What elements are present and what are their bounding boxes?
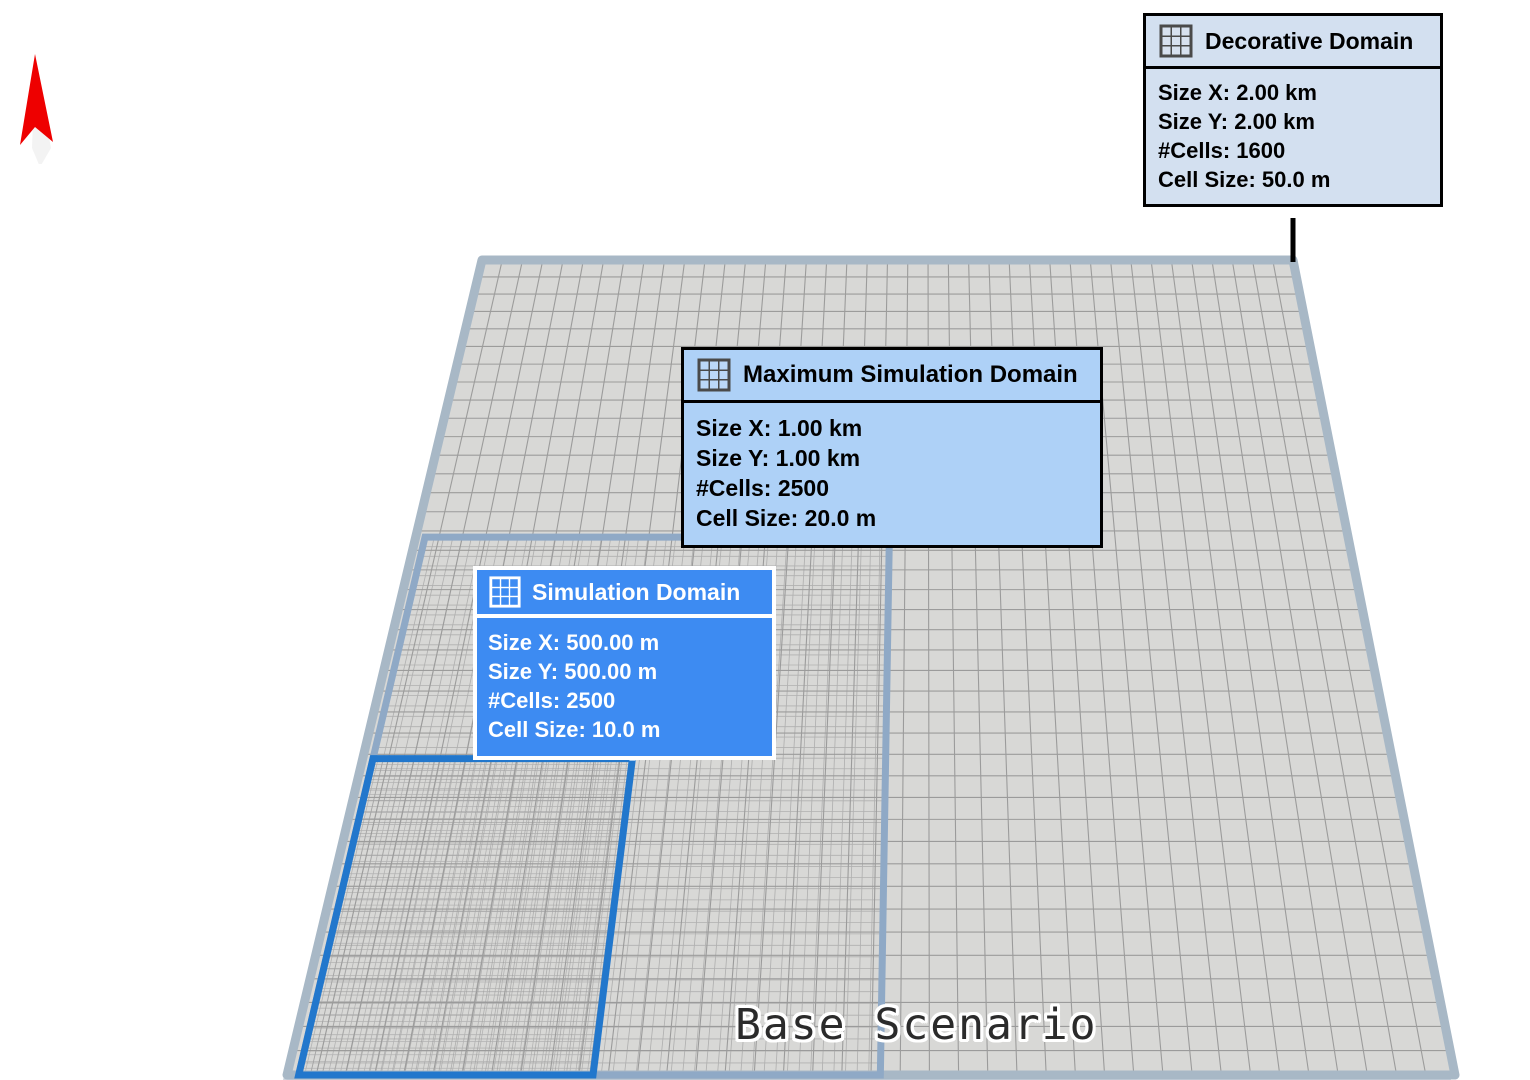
decorative-domain-size-y: Size Y: 2.00 km: [1158, 109, 1315, 134]
north-arrow-head: [20, 54, 53, 145]
simulation-domain-callout[interactable]: Simulation Domain Size X: 500.00 m Size …: [473, 566, 776, 760]
maximum-simulation-domain-title: Maximum Simulation Domain: [743, 361, 1078, 388]
maximum-simulation-domain-size-y: Size Y: 1.00 km: [696, 445, 861, 471]
simulation-domain-cells: #Cells: 2500: [488, 688, 616, 713]
decorative-domain-title: Decorative Domain: [1205, 27, 1414, 54]
simulation-domain-size-y: Size Y: 500.00 m: [488, 659, 658, 684]
decorative-domain-callout-body: Size X: 2.00 km Size Y: 2.00 km #Cells: …: [1146, 69, 1440, 204]
simulation-domain-cell-size: Cell Size: 10.0 m: [488, 717, 661, 742]
grid-3x3-icon: [1159, 24, 1193, 58]
grid-3x3-icon: [489, 576, 521, 608]
simulation-domain-callout-body: Size X: 500.00 m Size Y: 500.00 m #Cells…: [477, 618, 772, 756]
simulation-domain-size-x: Size X: 500.00 m: [488, 630, 660, 655]
maximum-simulation-domain-callout[interactable]: Maximum Simulation Domain Size X: 1.00 k…: [681, 347, 1103, 548]
grid-3x3-icon: [697, 358, 731, 392]
decorative-domain-callout[interactable]: Decorative Domain Size X: 2.00 km Size Y…: [1143, 13, 1443, 207]
decorative-domain-outline[interactable]: [282, 255, 1460, 1080]
maximum-simulation-domain-cells: #Cells: 2500: [696, 475, 829, 501]
maximum-simulation-domain-callout-header[interactable]: Maximum Simulation Domain: [684, 350, 1100, 403]
decorative-domain-callout-header[interactable]: Decorative Domain: [1146, 16, 1440, 69]
decorative-domain-cell-size: Cell Size: 50.0 m: [1158, 167, 1331, 192]
north-arrow-icon: [20, 54, 53, 164]
maximum-simulation-domain-cell-size: Cell Size: 20.0 m: [696, 505, 877, 531]
decorative-domain-cells: #Cells: 1600: [1158, 138, 1286, 163]
maximum-simulation-domain-callout-body: Size X: 1.00 km Size Y: 1.00 km #Cells: …: [684, 403, 1100, 545]
simulation-domain-title: Simulation Domain: [532, 578, 741, 605]
maximum-simulation-domain-size-x: Size X: 1.00 km: [696, 415, 863, 441]
simulation-domain-grid: [298, 758, 633, 1075]
simulation-domain-callout-header[interactable]: Simulation Domain: [477, 570, 772, 618]
scenario-name-label: Base Scenario: [735, 1000, 1098, 1050]
decorative-domain-size-x: Size X: 2.00 km: [1158, 80, 1317, 105]
